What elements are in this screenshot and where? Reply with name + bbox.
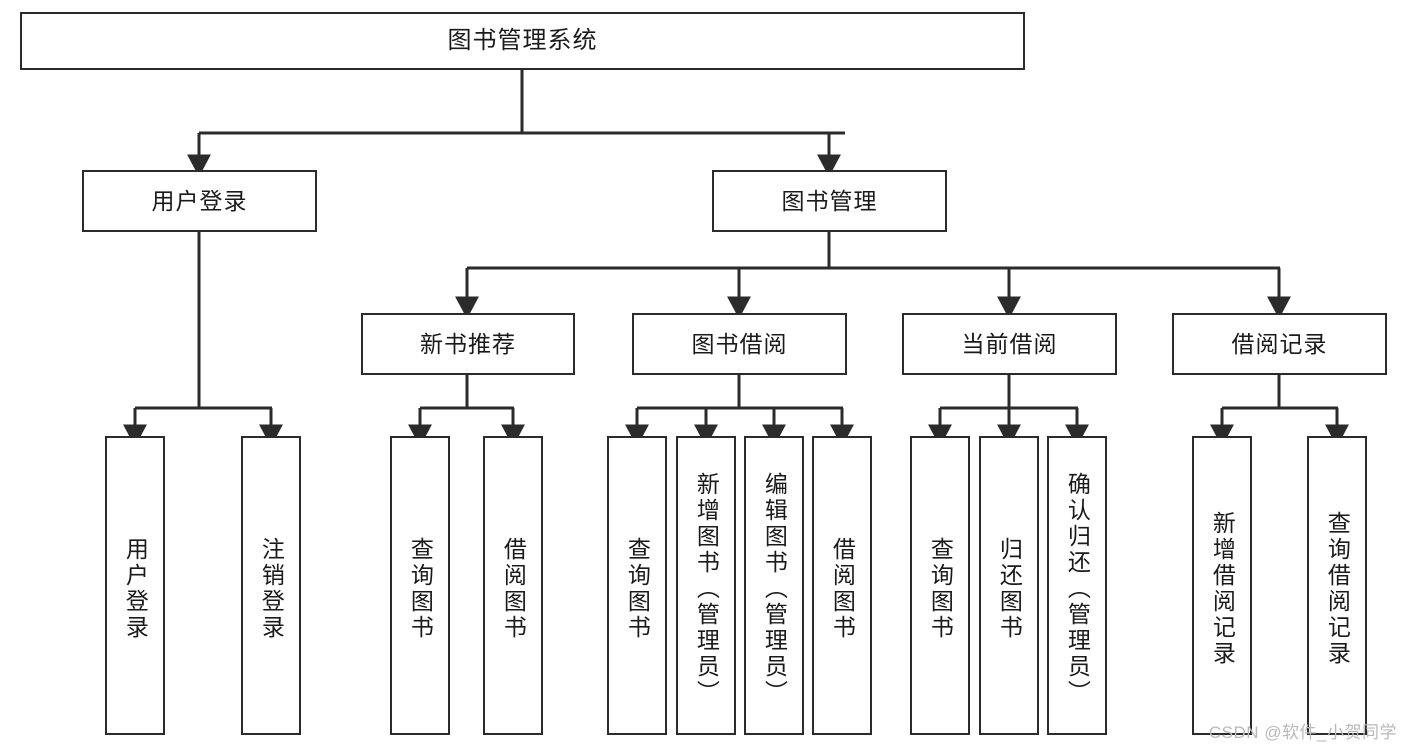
node-current-borrow[interactable]: 当前借阅: [902, 313, 1117, 375]
node-book-management[interactable]: 图书管理: [712, 170, 947, 232]
leaf-current-borrow-query[interactable]: 查询图书: [910, 436, 970, 735]
connector-bookmgmt-to-level3: [455, 232, 1291, 319]
node-label: 借阅记录: [1231, 330, 1328, 357]
node-label: 用户登录: [151, 187, 248, 214]
node-label: 当前借阅: [961, 330, 1058, 357]
leaf-current-borrow-confirm-return[interactable]: 确认归还（管理员）: [1047, 436, 1107, 735]
node-borrow-record[interactable]: 借阅记录: [1172, 313, 1387, 375]
node-label: 图书管理: [781, 187, 878, 214]
node-label: 借阅图书: [500, 536, 527, 641]
node-label: 新增图书（管理员）: [693, 471, 720, 706]
connector-bookborrow-to-leaves: [625, 375, 854, 447]
node-label: 查询借阅记录: [1324, 510, 1351, 667]
node-root-system[interactable]: 图书管理系统: [20, 12, 1025, 70]
connector-newbook-to-leaves: [408, 375, 525, 447]
node-label: 图书借阅: [691, 330, 788, 357]
node-label: 查询图书: [407, 536, 434, 641]
leaf-user-login-logout[interactable]: 注销登录: [241, 436, 301, 735]
watermark: CSDN @软件_小贺同学: [1208, 723, 1397, 742]
node-label: 图书管理系统: [447, 27, 598, 55]
leaf-book-borrow-query[interactable]: 查询图书: [607, 436, 667, 735]
leaf-borrow-record-query[interactable]: 查询借阅记录: [1307, 436, 1367, 735]
node-label: 查询图书: [624, 536, 651, 641]
node-label: 用户登录: [122, 536, 149, 641]
leaf-new-book-query[interactable]: 查询图书: [390, 436, 450, 735]
node-label: 查询图书: [927, 536, 954, 641]
leaf-current-borrow-return[interactable]: 归还图书: [979, 436, 1039, 735]
node-label: 归还图书: [996, 536, 1023, 641]
node-label: 注销登录: [258, 536, 285, 641]
leaf-book-borrow-add[interactable]: 新增图书（管理员）: [676, 436, 736, 735]
leaf-borrow-record-add[interactable]: 新增借阅记录: [1192, 436, 1252, 735]
node-label: 确认归还（管理员）: [1064, 471, 1091, 706]
node-label: 新书推荐: [420, 330, 516, 357]
leaf-book-borrow-edit[interactable]: 编辑图书（管理员）: [744, 436, 804, 735]
node-user-login[interactable]: 用户登录: [82, 170, 317, 232]
connector-borrowrecord-to-leaves: [1210, 375, 1349, 447]
node-book-borrow[interactable]: 图书借阅: [632, 313, 847, 375]
leaf-book-borrow-borrow[interactable]: 借阅图书: [812, 436, 872, 735]
node-label: 编辑图书（管理员）: [761, 471, 788, 706]
node-new-book-recommend[interactable]: 新书推荐: [361, 313, 575, 375]
leaf-new-book-borrow[interactable]: 借阅图书: [483, 436, 543, 735]
connector-root-to-level2: [187, 70, 845, 177]
node-label: 新增借阅记录: [1209, 510, 1236, 667]
leaf-user-login-login[interactable]: 用户登录: [105, 436, 165, 735]
node-label: 借阅图书: [829, 536, 856, 641]
connector-userlogin-to-leaves: [123, 232, 283, 447]
connector-currentborrow-to-leaves: [928, 375, 1089, 447]
